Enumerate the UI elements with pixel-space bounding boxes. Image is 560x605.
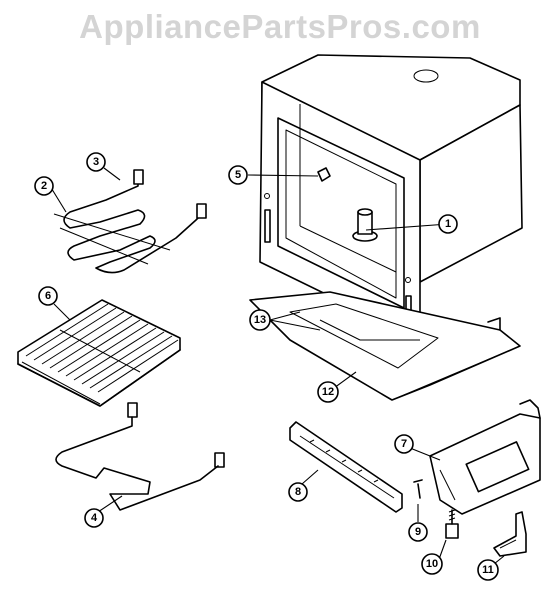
callout-11-label: 11 bbox=[482, 564, 494, 576]
callout-7: 7 bbox=[394, 434, 414, 454]
callout-5-label: 5 bbox=[235, 169, 241, 181]
callout-12: 12 bbox=[317, 381, 339, 403]
left-slot bbox=[264, 209, 271, 243]
anti-tip-bracket bbox=[493, 511, 527, 557]
leveling-leg bbox=[445, 509, 459, 539]
callout-2: 2 bbox=[34, 176, 54, 196]
screw-part bbox=[413, 479, 423, 499]
callout-5: 5 bbox=[228, 165, 248, 185]
oven-rack bbox=[17, 299, 181, 407]
bake-element bbox=[55, 402, 225, 511]
callout-7-label: 7 bbox=[401, 438, 407, 450]
callout-1: 1 bbox=[438, 214, 458, 234]
leader-lines bbox=[49, 167, 505, 565]
callout-6: 6 bbox=[38, 286, 58, 306]
callout-9-label: 9 bbox=[415, 526, 421, 538]
callout-8-label: 8 bbox=[295, 486, 301, 498]
callout-10-label: 10 bbox=[426, 558, 438, 570]
callout-4: 4 bbox=[84, 508, 104, 528]
callout-13: 13 bbox=[249, 309, 271, 331]
callout-12-label: 12 bbox=[322, 386, 334, 398]
callout-8: 8 bbox=[288, 482, 308, 502]
callout-4-label: 4 bbox=[91, 512, 98, 524]
callout-13-label: 13 bbox=[254, 314, 266, 326]
callout-6-label: 6 bbox=[45, 290, 51, 302]
callout-2-label: 2 bbox=[41, 180, 47, 192]
side-bracket bbox=[289, 421, 403, 513]
kick-panel bbox=[429, 399, 541, 515]
callout-9: 9 bbox=[408, 522, 428, 542]
callout-10: 10 bbox=[421, 553, 443, 575]
callout-1-label: 1 bbox=[445, 218, 451, 230]
callout-3-label: 3 bbox=[93, 156, 99, 168]
callout-11: 11 bbox=[477, 559, 499, 581]
callout-3: 3 bbox=[86, 152, 106, 172]
oven-sensor-part bbox=[352, 208, 378, 242]
bottom-panel bbox=[249, 291, 521, 401]
clip-part bbox=[317, 167, 331, 182]
broil-element bbox=[53, 169, 207, 274]
